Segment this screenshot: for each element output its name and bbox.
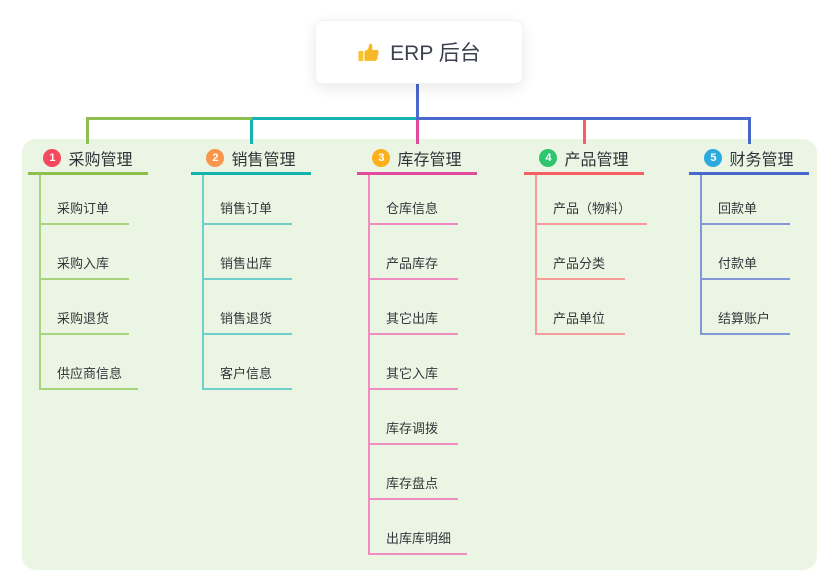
branch-drop-line-3 [416, 120, 419, 144]
branch-child-label: 库存盘点 [386, 476, 439, 491]
branch-child-label: 产品单位 [553, 311, 606, 326]
branch-number-badge: 4 [539, 149, 558, 167]
branch-header-1[interactable]: 1 采购管理 [28, 144, 148, 175]
branch-children: 回款单付款单结算账户 [700, 175, 790, 335]
branch-label: 财务管理 [729, 152, 794, 169]
branch-drop-line-4 [583, 120, 586, 144]
branch-child-node[interactable]: 其它入库 [370, 335, 458, 390]
branch-child-node[interactable]: 出库库明细 [370, 500, 468, 555]
bus-line-segment-green [86, 117, 252, 120]
branch-child-node[interactable]: 回款单 [702, 175, 790, 225]
branch-label: 产品管理 [564, 152, 629, 169]
branch-child-node[interactable]: 采购退货 [41, 280, 129, 335]
branch-number-badge: 5 [704, 149, 723, 167]
branch-label: 库存管理 [397, 152, 462, 169]
branch-header-4[interactable]: 4 产品管理 [524, 144, 644, 175]
branch-child-label: 供应商信息 [57, 366, 123, 381]
branch-number-badge: 2 [206, 149, 225, 167]
branch-child-node[interactable]: 产品单位 [537, 280, 625, 335]
branch-child-label: 销售出库 [220, 256, 273, 271]
branch-label: 销售管理 [231, 152, 296, 169]
branch-column-4: 4 产品管理产品（物料） 产品分类产品单位 [524, 144, 648, 335]
branch-child-label: 产品库存 [386, 256, 439, 271]
branch-header-3[interactable]: 3 库存管理 [357, 144, 477, 175]
branch-drop-line-2 [250, 120, 253, 144]
branch-child-label: 产品（物料） [553, 201, 632, 216]
branch-child-label: 销售退货 [220, 311, 273, 326]
branch-child-label: 结算账户 [718, 311, 771, 326]
branch-child-label: 销售订单 [220, 201, 273, 216]
branch-child-node[interactable]: 客户信息 [204, 335, 292, 390]
branch-header-2[interactable]: 2 销售管理 [191, 144, 311, 175]
branch-child-node[interactable]: 销售出库 [204, 225, 292, 280]
branch-child-label: 客户信息 [220, 366, 273, 381]
branch-column-2: 2 销售管理销售订单销售出库销售退货客户信息 [191, 144, 311, 390]
branch-child-label: 其它出库 [386, 311, 439, 326]
root-connector-line [416, 84, 419, 120]
branch-child-label: 采购退货 [57, 311, 110, 326]
thumbs-up-icon [357, 41, 380, 64]
root-node[interactable]: ERP 后台 [315, 20, 523, 84]
branch-child-node[interactable]: 产品（物料） [537, 175, 648, 225]
branch-child-label: 库存调拨 [386, 421, 439, 436]
branch-children: 销售订单销售出库销售退货客户信息 [202, 175, 292, 390]
branch-children: 采购订单采购入库采购退货供应商信息 [39, 175, 139, 390]
branch-child-label: 回款单 [718, 201, 758, 216]
branch-child-node[interactable]: 采购入库 [41, 225, 129, 280]
branch-child-label: 采购订单 [57, 201, 110, 216]
branch-column-1: 1 采购管理采购订单采购入库采购退货供应商信息 [28, 144, 148, 390]
bus-line-segment-teal [252, 117, 417, 120]
branch-child-node[interactable]: 销售订单 [204, 175, 292, 225]
branch-column-5: 5 财务管理回款单付款单结算账户 [689, 144, 809, 335]
branch-child-node[interactable]: 销售退货 [204, 280, 292, 335]
bus-line-segment-blue [417, 117, 751, 120]
branch-drop-line-1 [86, 117, 89, 144]
branch-child-node[interactable]: 库存调拨 [370, 390, 458, 445]
branch-number-badge: 3 [372, 149, 391, 167]
branch-child-label: 仓库信息 [386, 201, 439, 216]
branch-child-node[interactable]: 结算账户 [702, 280, 790, 335]
branch-drop-line-5 [748, 117, 751, 144]
root-label: ERP 后台 [390, 42, 481, 65]
branch-label: 采购管理 [68, 152, 133, 169]
branch-child-node[interactable]: 采购订单 [41, 175, 129, 225]
branch-child-node[interactable]: 付款单 [702, 225, 790, 280]
branch-number-badge: 1 [43, 149, 62, 167]
branch-child-label: 采购入库 [57, 256, 110, 271]
branch-child-node[interactable]: 产品库存 [370, 225, 458, 280]
branch-child-node[interactable]: 其它出库 [370, 280, 458, 335]
branch-child-label: 产品分类 [553, 256, 606, 271]
branch-header-5[interactable]: 5 财务管理 [689, 144, 809, 175]
branch-child-node[interactable]: 产品分类 [537, 225, 625, 280]
branch-child-node[interactable]: 供应商信息 [41, 335, 139, 390]
branch-child-node[interactable]: 仓库信息 [370, 175, 458, 225]
branch-child-node[interactable]: 库存盘点 [370, 445, 458, 500]
branch-child-label: 其它入库 [386, 366, 439, 381]
branch-column-3: 3 库存管理仓库信息产品库存其它出库其它入库库存调拨库存盘点出库库明细 [357, 144, 477, 555]
branch-child-label: 出库库明细 [386, 531, 452, 546]
branch-children: 产品（物料） 产品分类产品单位 [535, 175, 648, 335]
branch-child-label: 付款单 [718, 256, 758, 271]
branch-children: 仓库信息产品库存其它出库其它入库库存调拨库存盘点出库库明细 [368, 175, 468, 555]
